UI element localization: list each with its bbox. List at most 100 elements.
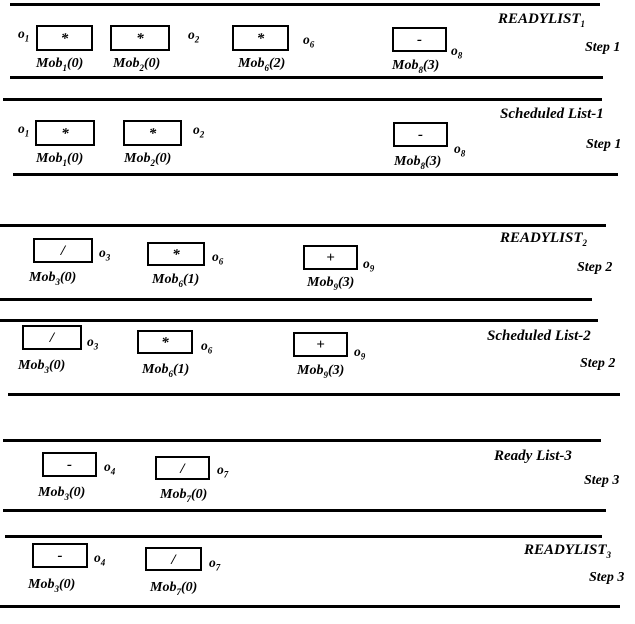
mobility-label: Mob8(3) xyxy=(392,58,440,75)
operation-id: o1 xyxy=(18,26,30,44)
list-title: READYLIST1 xyxy=(498,11,586,29)
operation-id: o3 xyxy=(99,245,111,263)
operation-id: o4 xyxy=(94,550,106,568)
operation-symbol: * xyxy=(148,125,157,142)
list-title-text: READYLIST xyxy=(500,230,583,246)
operation-symbol: - xyxy=(418,127,423,143)
operation-id: o7 xyxy=(217,462,229,480)
operation-id: o8 xyxy=(454,141,466,159)
operation-box: / xyxy=(22,325,82,350)
operation-box: * xyxy=(36,25,93,51)
operation-symbol: - xyxy=(67,457,72,473)
list-title-text: Scheduled List-1 xyxy=(500,106,604,122)
separator-line xyxy=(3,509,606,512)
operation-symbol: / xyxy=(60,243,66,259)
list-title-subscript: 3 xyxy=(606,550,612,560)
mobility-label: Mob3(0) xyxy=(38,485,86,502)
separator-line xyxy=(10,3,600,6)
separator-line xyxy=(8,393,620,396)
operation-box: - xyxy=(42,452,97,477)
separator-line xyxy=(0,605,620,608)
separator-line xyxy=(0,319,598,322)
operation-box: * xyxy=(147,242,205,266)
operation-symbol: - xyxy=(417,32,422,48)
mobility-label: Mob6(1) xyxy=(152,272,200,289)
step-label: Step 2 xyxy=(577,260,613,275)
operation-box: * xyxy=(232,25,289,51)
list-title-subscript: 1 xyxy=(580,19,586,29)
operation-symbol: + xyxy=(316,337,325,353)
mobility-label: Mob1(0) xyxy=(36,151,84,168)
separator-line xyxy=(0,224,606,227)
operation-box: * xyxy=(110,25,170,51)
list-title: Scheduled List-2 xyxy=(487,328,591,345)
separator-line xyxy=(10,76,603,79)
mobility-label: Mob7(0) xyxy=(160,487,208,504)
operation-symbol: / xyxy=(180,460,185,477)
operation-id: o8 xyxy=(451,43,463,61)
separator-line xyxy=(3,439,601,442)
operation-id: o4 xyxy=(104,459,116,477)
operation-box: / xyxy=(33,238,93,263)
operation-symbol: * xyxy=(60,30,69,47)
operation-symbol: / xyxy=(49,330,55,346)
mobility-label: Mob3(0) xyxy=(28,577,76,594)
operation-id: o9 xyxy=(354,344,366,362)
operation-symbol: * xyxy=(256,30,265,47)
operation-id: o7 xyxy=(209,555,221,573)
operation-box: - xyxy=(393,122,448,147)
separator-line xyxy=(5,535,602,538)
operation-id: o6 xyxy=(303,32,315,50)
operation-id: o6 xyxy=(212,249,224,267)
mobility-label: Mob9(3) xyxy=(297,363,345,380)
mobility-label: Mob3(0) xyxy=(29,270,77,287)
step-label: Step 2 xyxy=(580,356,616,371)
list-title-text: Scheduled List-2 xyxy=(487,328,591,344)
list-title: Scheduled List-1 xyxy=(500,106,604,123)
operation-symbol: * xyxy=(136,30,144,47)
mobility-label: Mob3(0) xyxy=(18,358,66,375)
operation-box: * xyxy=(123,120,182,146)
operation-box: + xyxy=(293,332,348,357)
operation-symbol: - xyxy=(57,548,63,564)
operation-box: / xyxy=(145,547,202,571)
operation-box: + xyxy=(303,245,358,270)
operation-id: o2 xyxy=(193,122,205,140)
operation-id: o9 xyxy=(363,256,375,274)
separator-line xyxy=(3,98,602,101)
operation-symbol: * xyxy=(61,125,69,142)
step-label: Step 3 xyxy=(584,473,620,488)
separator-line xyxy=(0,298,592,301)
mobility-label: Mob2(0) xyxy=(113,56,161,73)
operation-symbol: * xyxy=(161,334,169,351)
list-title-text: READYLIST xyxy=(498,11,581,27)
step-label: Step 1 xyxy=(585,40,621,55)
operation-box: * xyxy=(137,330,193,354)
step-label: Step 1 xyxy=(586,137,622,152)
mobility-label: Mob1(0) xyxy=(36,56,84,73)
operation-box: / xyxy=(155,456,210,480)
operation-id: o3 xyxy=(87,334,99,352)
list-title-text: READYLIST xyxy=(524,542,607,558)
operation-symbol: / xyxy=(171,551,176,568)
mobility-label: Mob7(0) xyxy=(150,580,198,597)
list-title-subscript: 2 xyxy=(582,238,588,248)
list-title-text: Ready List-3 xyxy=(494,448,572,464)
list-title: READYLIST3 xyxy=(524,542,612,560)
operation-box: - xyxy=(392,27,447,52)
separator-line xyxy=(13,173,618,176)
mobility-label: Mob6(1) xyxy=(142,362,190,379)
mobility-label: Mob8(3) xyxy=(394,154,442,171)
mobility-label: Mob2(0) xyxy=(124,151,172,168)
list-title: READYLIST2 xyxy=(500,230,588,248)
operation-id: o2 xyxy=(188,27,200,45)
step-label: Step 3 xyxy=(589,570,625,585)
operation-box: * xyxy=(35,120,95,146)
operation-symbol: + xyxy=(326,250,335,266)
operation-id: o6 xyxy=(201,338,213,356)
operation-symbol: * xyxy=(172,246,180,263)
mobility-label: Mob6(2) xyxy=(238,56,286,73)
mobility-label: Mob9(3) xyxy=(307,275,355,292)
operation-box: - xyxy=(32,543,88,568)
